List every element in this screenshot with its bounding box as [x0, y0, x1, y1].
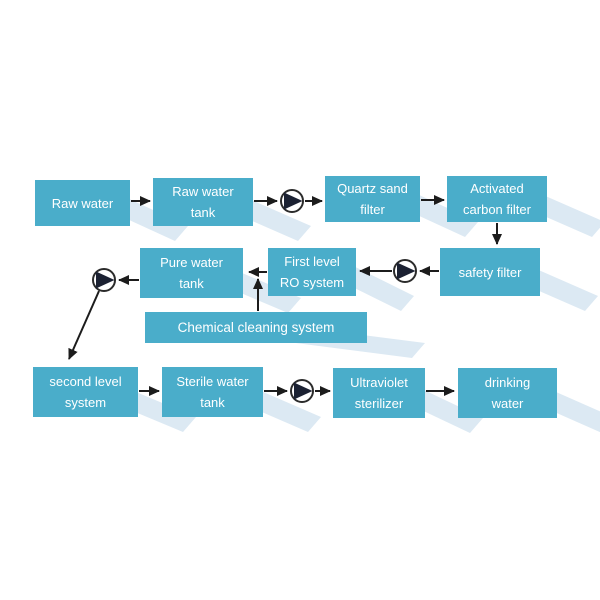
node-raw-water-tank: Raw water tank: [153, 178, 253, 226]
node-label: filter: [360, 202, 385, 217]
node-label: water: [491, 396, 524, 411]
node-label: RO system: [279, 275, 345, 290]
node-pure-water-tank: Pure water tank: [140, 248, 243, 298]
node-label: Ultraviolet: [350, 375, 408, 390]
node-drinking-water: drinking water: [458, 368, 557, 418]
node-label: Quartz sand: [337, 181, 408, 196]
arrow-pump3-to-second-level: [68, 290, 100, 360]
pump-icon: [290, 379, 314, 403]
node-raw-water: Raw water: [35, 180, 130, 226]
node-quartz-sand-filter: Quartz sand filter: [325, 176, 420, 222]
node-activated-carbon-filter: Activated carbon filter: [447, 176, 547, 222]
node-label: Activated: [470, 181, 524, 196]
node-label: Pure water: [160, 255, 223, 270]
node-label: First level: [284, 254, 340, 269]
node-label: carbon filter: [463, 202, 531, 217]
node-label: tank: [179, 276, 204, 291]
pump-icon: [280, 189, 304, 213]
node-safety-filter: safety filter: [440, 248, 540, 296]
node-ultraviolet-sterilizer: Ultraviolet sterilizer: [333, 368, 425, 418]
pump-icon: [393, 259, 417, 283]
node-label: system: [64, 395, 107, 410]
node-label: sterilizer: [354, 396, 404, 411]
node-label: tank: [190, 205, 216, 220]
node-label: safety filter: [458, 264, 522, 280]
node-sterile-water-tank: Sterile water tank: [162, 367, 263, 417]
node-label: second level: [49, 374, 122, 389]
pump-icon: [92, 268, 116, 292]
node-label: tank: [200, 395, 225, 410]
node-label: Raw water: [172, 184, 234, 199]
node-second-level-system: second level system: [33, 367, 138, 417]
node-label: drinking: [484, 375, 531, 390]
node-chemical-cleaning-system: Chemical cleaning system: [145, 312, 367, 343]
node-label: Sterile water: [176, 374, 249, 389]
node-label: Chemical cleaning system: [177, 320, 335, 335]
node-label: Raw water: [51, 195, 114, 211]
node-first-level-ro-system: First level RO system: [268, 248, 356, 296]
